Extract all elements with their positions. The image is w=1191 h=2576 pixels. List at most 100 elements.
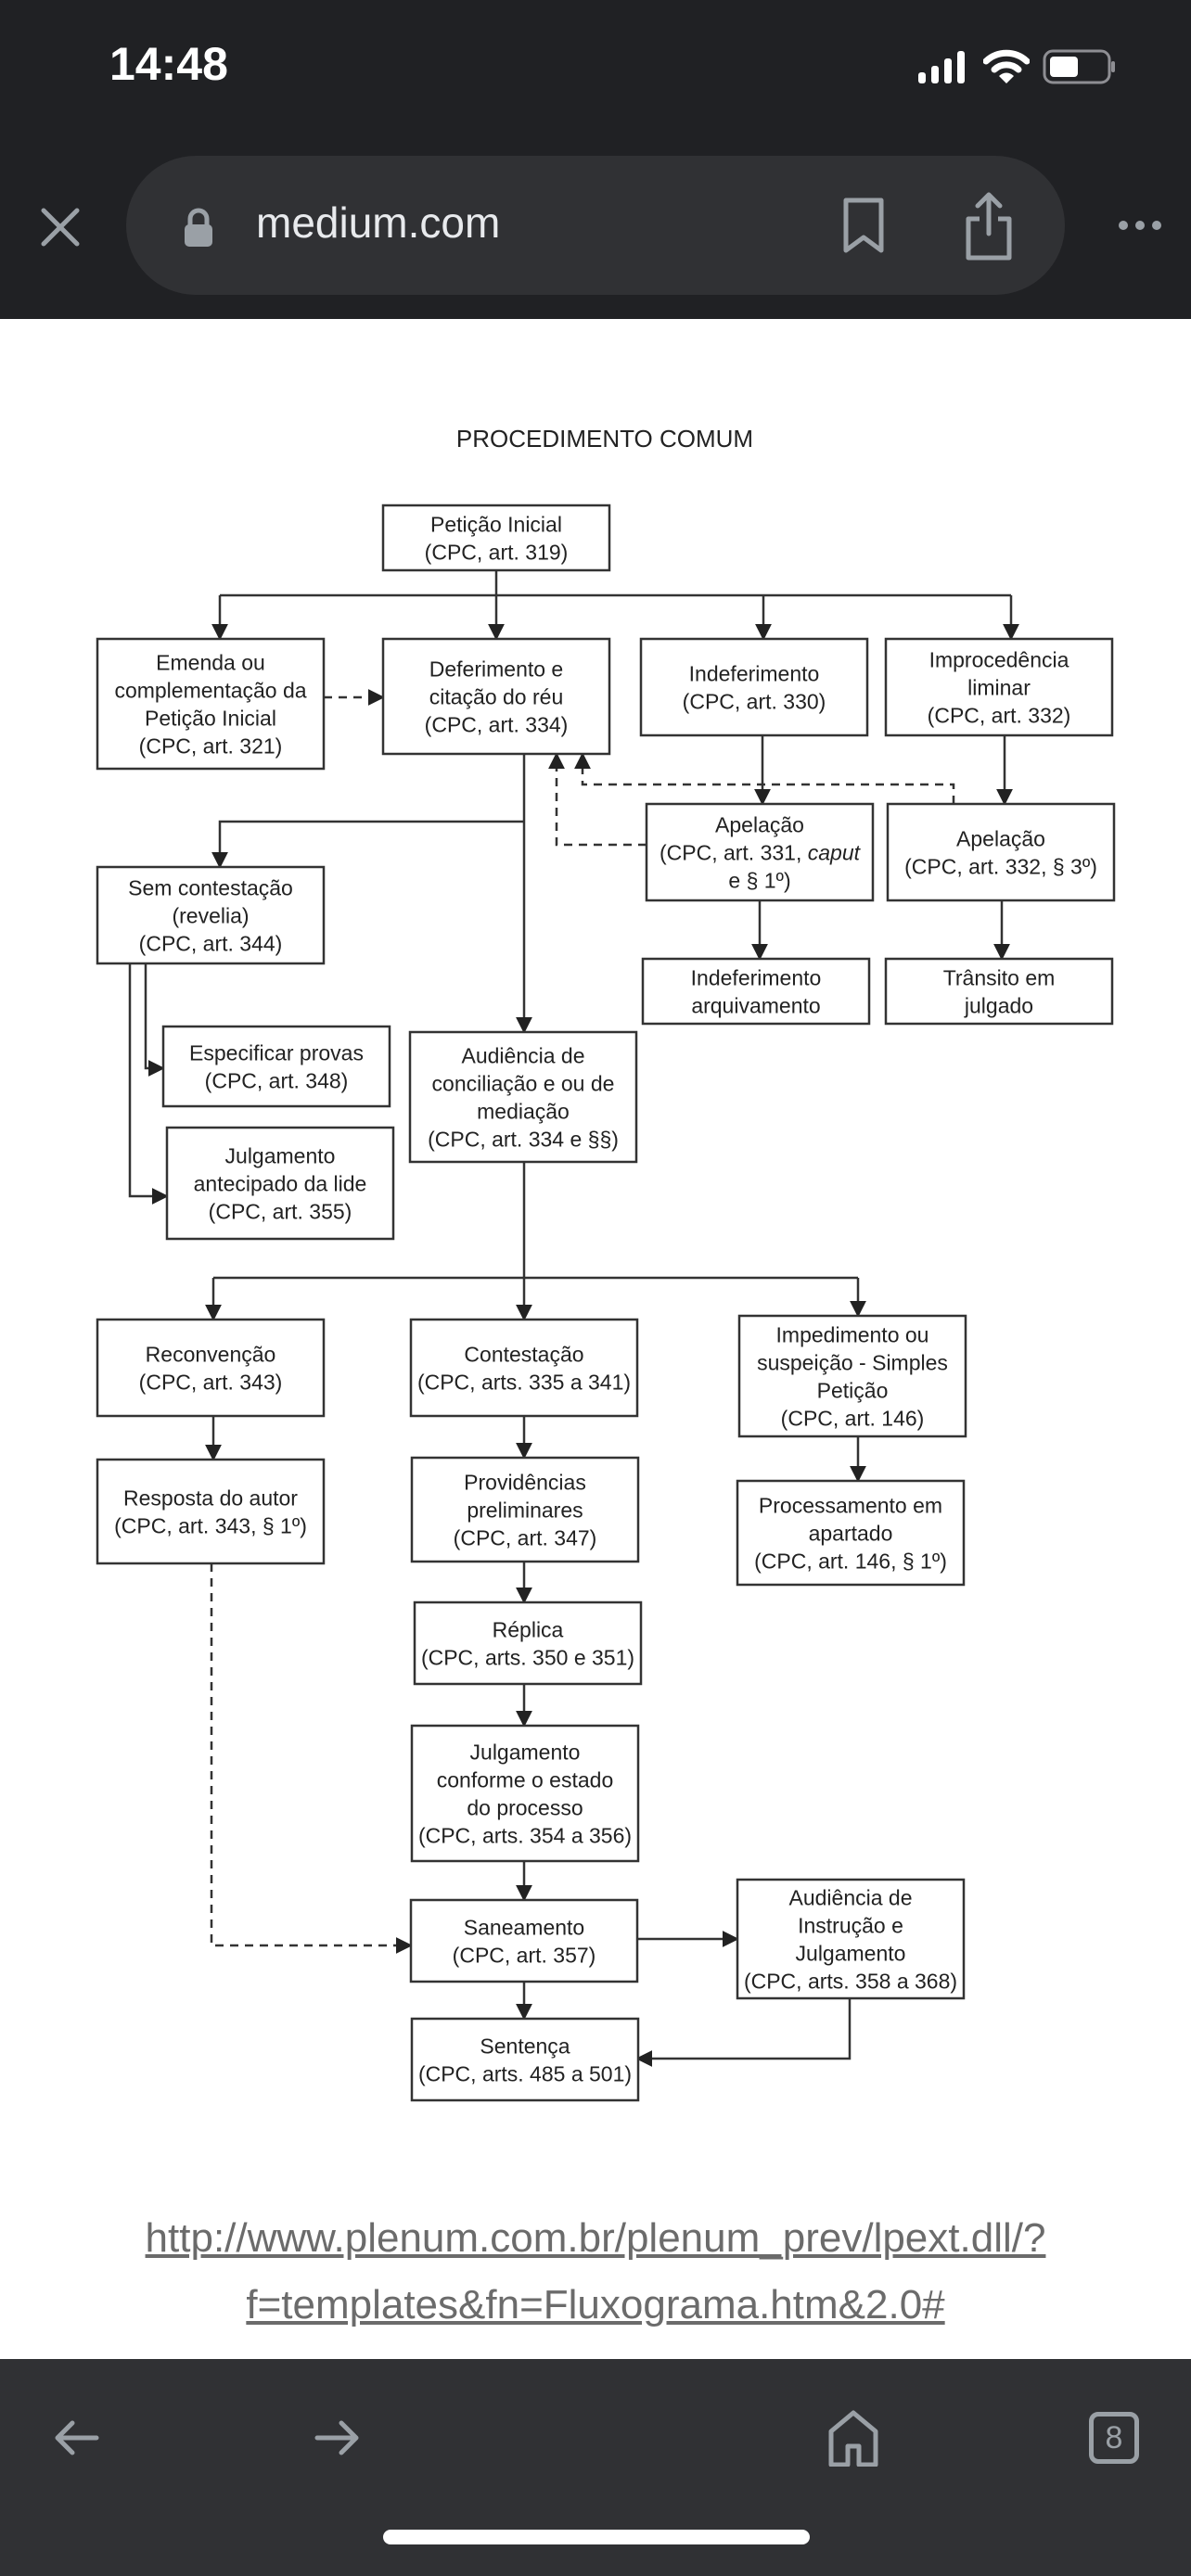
node-especificar-provas: Especificar provas (CPC, art. 348) <box>161 1025 391 1108</box>
connector-arrow <box>210 1563 413 1954</box>
node-label-line: (CPC, art. 332) <box>928 703 1071 727</box>
node-label-line: do processo <box>467 1795 583 1819</box>
node-box <box>96 1458 326 1565</box>
node-label-line: Especificar provas <box>189 1040 364 1065</box>
node-label-line: Trânsito em <box>943 965 1056 989</box>
node-label-line: Contestação <box>464 1342 583 1366</box>
node-label-line: (CPC, arts. 358 a 368) <box>744 1969 957 1993</box>
node-transito-julgado: Trânsito em julgado <box>884 957 1114 1026</box>
node-contestacao: Contestação (CPC, arts. 335 a 341) <box>409 1318 639 1418</box>
diagram-title: PROCEDIMENTO COMUM <box>456 425 753 453</box>
more-horizontal-icon <box>1119 221 1128 230</box>
node-audiencia-instrucao: Audiência de Instrução e Julgamento (CPC, a… <box>736 1878 966 2000</box>
source-link-line1[interactable]: http://www.plenum.com.br/plenum_prev/lpe… <box>145 2215 1046 2261</box>
node-box <box>884 957 1114 1026</box>
home-indicator <box>383 2530 810 2544</box>
share-icon <box>966 192 1012 261</box>
node-label-line: Providências <box>464 1470 586 1494</box>
node-label-line: Apelação <box>715 812 804 836</box>
share-button[interactable] <box>961 189 1026 263</box>
node-label-line: Indeferimento <box>689 661 820 685</box>
node-label-line: (revelia) <box>172 903 249 927</box>
node-reconvencao: Reconvenção(CPC, art. 343) <box>96 1318 326 1418</box>
node-label-line: (CPC, art. 319) <box>425 540 569 564</box>
node-label-line: Audiência de <box>789 1885 913 1909</box>
node-label-line: apartado <box>809 1521 893 1545</box>
close-tab-button[interactable] <box>28 195 93 260</box>
node-label-line: citação do réu <box>429 684 563 708</box>
node-label-line: Réplica <box>493 1617 564 1641</box>
node-label-line: e § 1º) <box>728 868 790 892</box>
node-box <box>409 1318 639 1418</box>
home-icon <box>828 2410 878 2467</box>
node-label-line: (CPC, art. 343, § 1º) <box>114 1513 307 1537</box>
node-box <box>639 637 869 737</box>
cellular-signal-icon <box>918 51 965 83</box>
node-label-line: (CPC, arts. 335 a 341) <box>417 1370 631 1394</box>
node-resposta-autor: Resposta do autor (CPC, art. 343, § 1º) <box>96 1458 326 1565</box>
source-link[interactable]: http://www.plenum.com.br/plenum_prev/lpe… <box>0 2205 1191 2339</box>
node-sem-contestacao: Sem contestação(revelia)(CPC, art. 344) <box>96 865 326 965</box>
page-content: PROCEDIMENTO COMUM Petição Inicial(CPC, … <box>0 319 1191 2359</box>
browser-top-chrome: 14:48 medium.com <box>0 0 1191 319</box>
node-saneamento: Saneamento(CPC, art. 357) <box>409 1898 639 1983</box>
node-label-line: (CPC, art. 334 e §§) <box>428 1127 619 1151</box>
source-link-line2[interactable]: f=templates&fn=Fluxograma.htm&2.0# <box>246 2282 945 2327</box>
node-label-line: Emenda ou <box>156 650 265 674</box>
connector-arrow <box>635 1998 852 2067</box>
node-label-line: conciliação e ou de <box>432 1071 615 1095</box>
address-bar[interactable]: medium.com <box>126 156 1065 295</box>
node-apelacao-332: Apelação(CPC, art. 332, § 3º) <box>886 802 1116 902</box>
node-label-line: Impedimento ou <box>776 1322 929 1346</box>
node-box <box>381 504 611 572</box>
node-box <box>409 1898 639 1983</box>
back-button[interactable] <box>35 2396 119 2480</box>
forward-button[interactable] <box>295 2396 378 2480</box>
node-label-line: (CPC, art. 343) <box>139 1370 283 1394</box>
url-text[interactable]: medium.com <box>256 198 501 247</box>
bookmark-button[interactable] <box>840 197 900 256</box>
wifi-icon <box>983 49 1030 83</box>
node-deferimento: Deferimento e citação do réu (CPC, art. 33… <box>381 637 611 756</box>
node-box <box>408 1030 638 1164</box>
node-peticao-inicial: Petição Inicial(CPC, art. 319) <box>381 504 611 572</box>
node-label-line: julgado <box>964 993 1033 1017</box>
node-box <box>736 1878 966 2000</box>
node-box <box>381 637 611 756</box>
node-box <box>736 1479 966 1587</box>
node-box <box>96 637 326 771</box>
node-label-line: (CPC, arts. 485 a 501) <box>418 2061 632 2085</box>
connector-arrow <box>574 752 955 804</box>
node-label-line: (CPC, art. 357) <box>453 1943 596 1967</box>
node-box <box>413 1600 643 1686</box>
more-options-button[interactable] <box>1108 202 1172 249</box>
node-box <box>884 637 1114 737</box>
node-label-line: (CPC, art. 348) <box>205 1068 349 1092</box>
node-label-line: arquivamento <box>691 993 820 1017</box>
battery-icon <box>1043 49 1115 84</box>
node-box <box>161 1025 391 1108</box>
node-label-line: Resposta do autor <box>123 1486 298 1510</box>
node-label-line: (CPC, art. 334) <box>425 712 569 736</box>
close-icon <box>41 208 80 247</box>
tabs-button[interactable]: 8 <box>1072 2396 1156 2480</box>
node-label-line: conforme o estado <box>437 1767 614 1792</box>
node-label-line: Petição <box>817 1378 889 1402</box>
home-button[interactable] <box>812 2396 895 2480</box>
node-label-line: antecipado da lide <box>194 1171 367 1195</box>
node-label-line: Deferimento e <box>429 657 563 681</box>
node-box <box>645 802 875 902</box>
node-label-line: Julgamento <box>796 1941 906 1965</box>
node-box <box>96 865 326 965</box>
node-label-line: (CPC, art. 146) <box>781 1406 925 1430</box>
lock-icon <box>185 208 212 247</box>
node-label-line: Instrução e <box>798 1913 903 1937</box>
node-label-line: Audiência de <box>462 1043 585 1067</box>
node-label-line: (CPC, art. 330) <box>683 689 826 713</box>
